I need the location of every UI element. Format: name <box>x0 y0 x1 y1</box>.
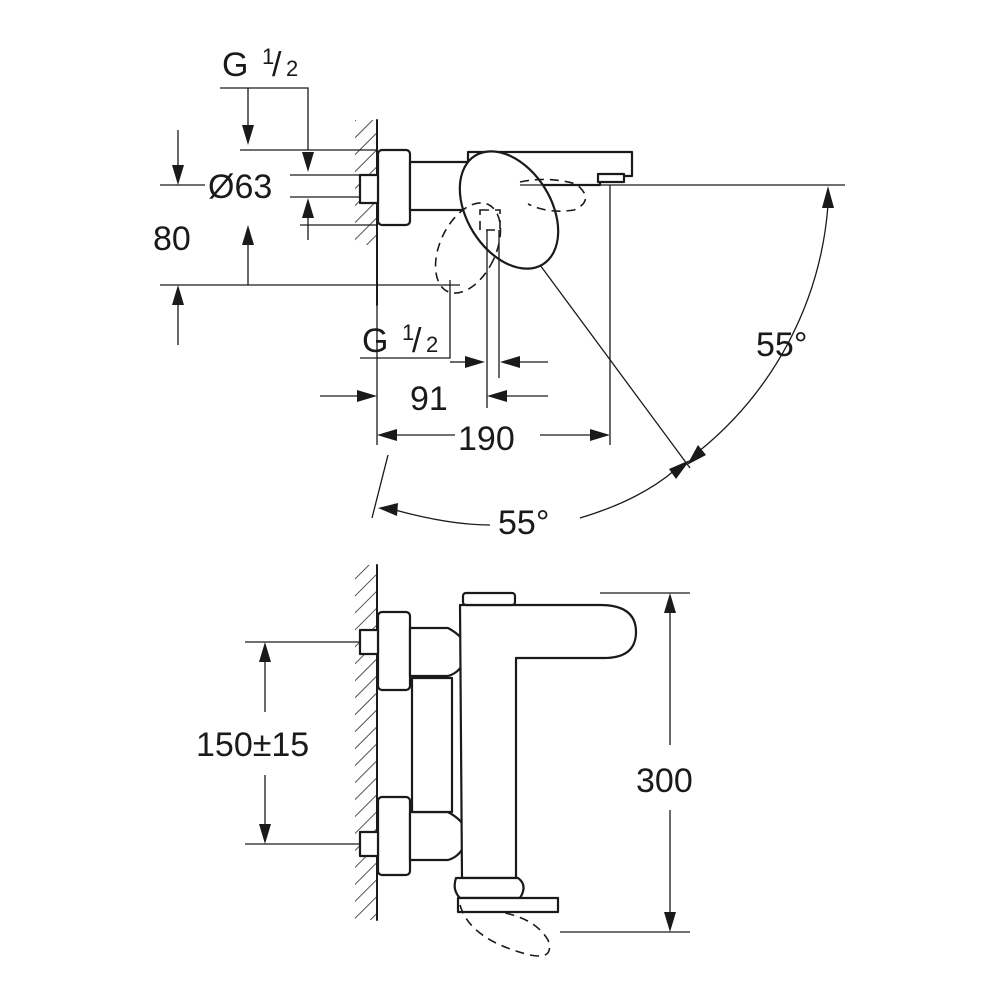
dim91-arrow-l <box>357 390 377 402</box>
angle-bottom-ref <box>371 454 389 519</box>
dim190-arrow-l <box>377 429 397 441</box>
spout-outlet <box>596 172 626 184</box>
thread-bottom-slash: / <box>412 322 422 360</box>
wall-flange <box>376 148 412 227</box>
height-label: 300 <box>636 762 693 800</box>
diverter-knob <box>453 876 525 900</box>
wall-nipple <box>358 173 380 205</box>
lever-solid <box>458 150 560 270</box>
mixer-body <box>410 676 454 814</box>
thread-bottom-denominator: 2 <box>426 332 438 357</box>
thread-top-arrow <box>242 125 254 145</box>
thread-bottom-arrow-l <box>500 356 520 368</box>
angle-bottom-arrow-r <box>669 460 690 479</box>
angle-right-label: 55° <box>756 326 807 364</box>
lever-cap <box>461 591 517 607</box>
thread-bottom-numerator: 1 <box>402 320 414 345</box>
depth-inner-label: 91 <box>410 380 448 418</box>
lower-connector <box>408 810 468 862</box>
dim190-arrow-r <box>590 429 610 441</box>
dim91-arrow-r <box>487 390 507 402</box>
angle-right-arrow-top <box>822 186 834 208</box>
angle-right-arrow-bottom <box>687 445 706 465</box>
spacing-label: 150±15 <box>196 726 309 764</box>
angle-bottom-arc-l <box>394 509 491 526</box>
upper-nipple <box>358 628 380 656</box>
dim80-arrow-up <box>172 285 184 305</box>
depth-outer-label: 190 <box>458 420 515 458</box>
thread-top-letter: G <box>222 46 248 84</box>
lower-nipple <box>358 830 380 858</box>
diameter-label: Ø63 <box>208 168 272 206</box>
thread-bottom-arrow-r <box>465 356 485 368</box>
height-arrow-up <box>664 593 676 613</box>
upper-connector <box>408 626 468 678</box>
angle-bottom-arc-r <box>579 469 676 519</box>
height-arrow-down <box>664 912 676 932</box>
angle-bottom-arrow-l <box>378 503 398 516</box>
top-view: G 1 / 2 Ø63 80 G 1 / 2 91 190 55° 55° <box>153 44 845 542</box>
lever-ghost-left <box>434 202 502 294</box>
dia-arrow-up <box>302 198 314 218</box>
spacing-arrow-down <box>259 824 271 844</box>
ref-line-angle <box>539 264 691 469</box>
thread-top-arrow-2 <box>302 152 314 172</box>
lower-flange <box>376 795 412 877</box>
dim80-inner-arrow <box>242 225 254 245</box>
upper-flange <box>376 610 412 692</box>
spout-front <box>458 603 638 880</box>
front-view: 150±15 300 <box>196 564 693 957</box>
thread-top-denominator: 2 <box>286 56 298 81</box>
angle-bottom-label: 55° <box>498 504 549 542</box>
spacing-arrow-up <box>259 642 271 662</box>
outlet-marker <box>479 209 501 231</box>
thread-top-numerator: 1 <box>262 44 274 69</box>
diverter-ghost <box>459 904 551 957</box>
thread-bottom-leader <box>360 280 451 359</box>
dim80-arrow-down <box>172 165 184 185</box>
diverter-plate <box>456 896 560 914</box>
wall-hatch-front <box>355 565 377 920</box>
offset-label: 80 <box>153 220 191 258</box>
thread-top-slash: / <box>272 46 282 84</box>
thread-bottom-letter: G <box>362 322 388 360</box>
angle-right-arc <box>697 204 829 453</box>
thread-top-leader <box>220 87 309 150</box>
